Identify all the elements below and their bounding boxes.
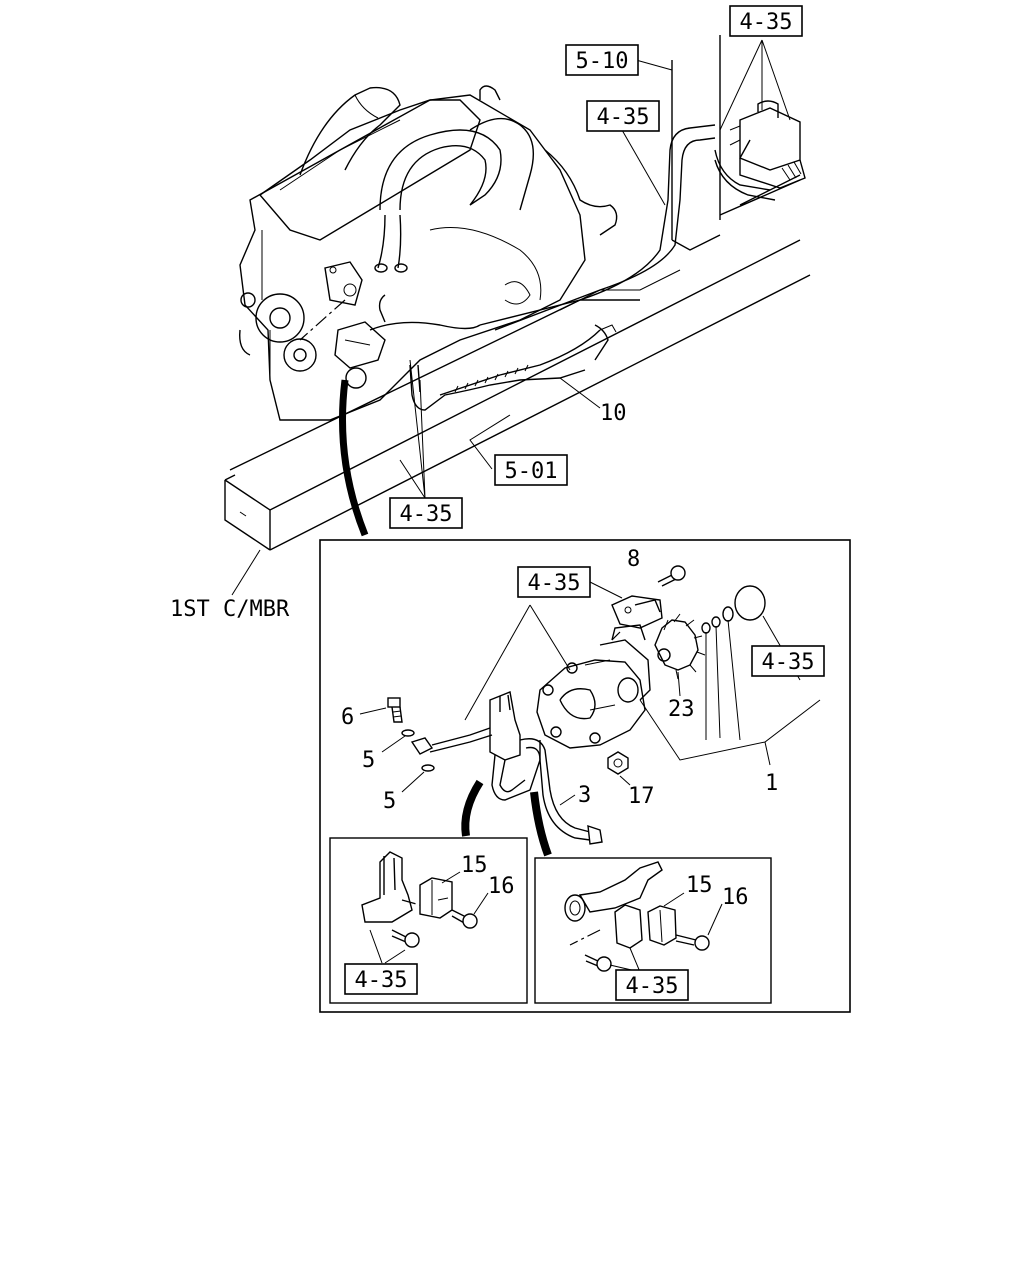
inset-right: 4-35 — [534, 857, 772, 1004]
detail-sweep-line — [339, 379, 369, 537]
ref-box-pump-main: 4-35 — [517, 566, 591, 598]
callout-6: 6 — [341, 705, 354, 730]
upper-leaders — [231, 39, 791, 596]
engine-illustration — [239, 85, 618, 421]
pipe-assembly — [410, 691, 603, 845]
callout-17: 17 — [628, 784, 655, 809]
svg-text:4-35: 4-35 — [626, 974, 679, 999]
nut-17 — [607, 751, 629, 775]
callout-23: 23 — [668, 697, 695, 722]
callout-1: 1 — [765, 771, 778, 796]
callout-3: 3 — [578, 783, 591, 808]
ref-box-frame-upper: 5-10 — [565, 44, 639, 76]
crossmember-label: 1ST C/MBR — [170, 597, 290, 622]
svg-text:4-35: 4-35 — [597, 105, 650, 130]
ref-box-oring: 4-35 — [751, 645, 825, 677]
svg-text:5-10: 5-10 — [576, 49, 629, 74]
svg-text:5-01: 5-01 — [505, 459, 558, 484]
detail-box: 8 23 4-35 4-35 1 — [319, 539, 851, 1013]
inset-left: 4-35 — [329, 837, 528, 1004]
svg-text:4-35: 4-35 — [528, 571, 581, 596]
callout-16-left: 16 — [488, 874, 515, 899]
svg-text:4-35: 4-35 — [400, 502, 453, 527]
bolt-8 — [657, 565, 686, 587]
oil-reservoir — [729, 100, 806, 189]
ref-box-top-right: 4-35 — [729, 5, 803, 37]
pump-flange — [611, 595, 663, 641]
o-ring — [734, 585, 766, 621]
callout-8: 8 — [627, 547, 640, 572]
bolt-6 — [387, 697, 403, 723]
callout-16-right: 16 — [722, 885, 749, 910]
ref-box-engine-bracket: 4-35 — [389, 497, 463, 529]
inset-sweep-left — [461, 779, 484, 837]
callout-5b: 5 — [383, 789, 396, 814]
ref-box-pipe-upper: 4-35 — [586, 100, 660, 132]
svg-text:4-35: 4-35 — [355, 968, 408, 993]
callout-15-right: 15 — [686, 873, 713, 898]
inset-sweep-right — [530, 791, 552, 857]
gear-23 — [654, 613, 706, 680]
callout-15-left: 15 — [461, 853, 488, 878]
callout-10: 10 — [600, 401, 627, 426]
callout-5a: 5 — [362, 748, 375, 773]
ref-box-frame-lower: 5-01 — [494, 454, 568, 486]
svg-text:4-35: 4-35 — [740, 10, 793, 35]
hose-routing — [369, 124, 776, 411]
svg-text:4-35: 4-35 — [762, 650, 815, 675]
pump-body — [536, 624, 651, 749]
